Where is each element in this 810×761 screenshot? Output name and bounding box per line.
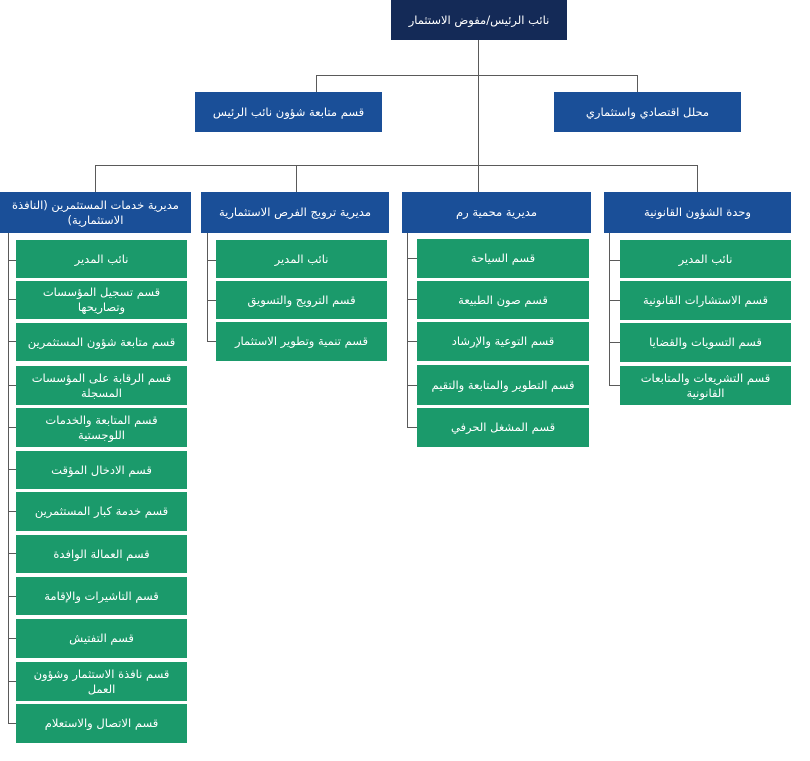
directorate-wadi-rum: مديرية محمية رم — [402, 192, 591, 233]
section-box: قسم التسويات والقضايا — [620, 323, 791, 362]
directorate-investment-promotion: مديرية ترويج الفرص الاستثمارية — [201, 192, 389, 233]
section-box: قسم التفتيش — [16, 619, 187, 658]
section-box: قسم صون الطبيعة — [417, 281, 589, 319]
section-box: قسم السياحة — [417, 239, 589, 278]
vp-affairs-section-box: قسم متابعة شؤون نائب الرئيس — [195, 92, 382, 132]
directorate-investor-services: مديرية خدمات المستثمرين (النافذة الاستثم… — [0, 192, 191, 233]
section-box: قسم التوعية والإرشاد — [417, 322, 589, 361]
section-box: قسم العمالة الوافدة — [16, 535, 187, 573]
section-box: قسم الاتصال والاستعلام — [16, 704, 187, 743]
section-box: قسم الاستشارات القانونية — [620, 281, 791, 320]
section-box: نائب المدير — [620, 240, 791, 278]
section-box: قسم خدمة كبار المستثمرين — [16, 492, 187, 531]
unit-legal-affairs: وحدة الشؤون القانونية — [604, 192, 791, 233]
section-box: نائب المدير — [16, 240, 187, 278]
section-box: قسم نافذة الاستثمار وشؤون العمل — [16, 662, 187, 701]
vice-president-box: نائب الرئيس/مفوض الاستثمار — [391, 0, 567, 40]
section-box: قسم المشغل الحرفي — [417, 408, 589, 447]
section-box: نائب المدير — [216, 240, 387, 278]
section-box: قسم التطوير والمتابعة والتقيم — [417, 365, 589, 405]
section-box: قسم المتابعة والخدمات اللوجستية — [16, 408, 187, 447]
section-box: قسم الترويج والتسويق — [216, 281, 387, 319]
section-box: قسم التاشيرات والإقامة — [16, 577, 187, 615]
economic-analyst-box: محلل اقتصادي واستثماري — [554, 92, 741, 132]
section-box: قسم تنمية وتطوير الاستثمار — [216, 322, 387, 361]
section-box: قسم التشريعات والمتابعات القانونية — [620, 366, 791, 405]
section-box: قسم الادخال المؤقت — [16, 451, 187, 489]
section-box: قسم الرقابة على المؤسسات المسجلة — [16, 366, 187, 405]
section-box: قسم تسجيل المؤسسات وتصاريحها — [16, 281, 187, 319]
section-box: قسم متابعة شؤون المستثمرين — [16, 323, 187, 361]
